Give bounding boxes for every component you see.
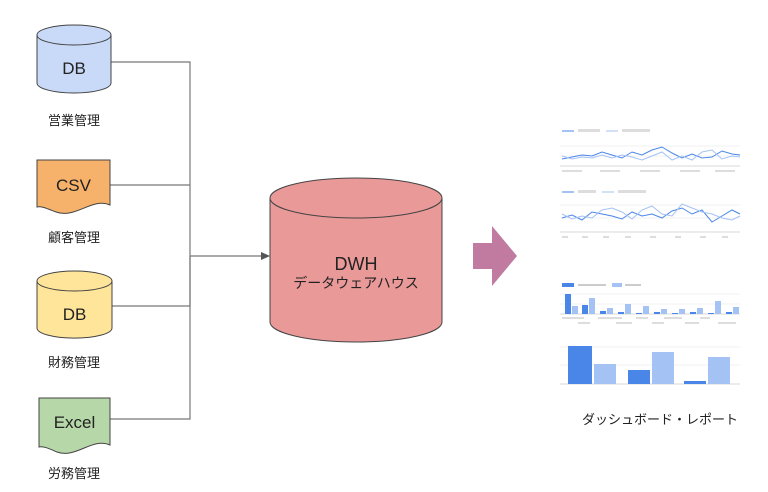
line-chart-thumb-1 (560, 129, 741, 172)
db-finance-label: DB (62, 305, 87, 324)
db-finance-cylinder (36, 270, 113, 339)
connector-arrowhead (261, 252, 270, 260)
customer-management-caption: 顧客管理 (47, 231, 100, 246)
bar-chart-thumb-1 (560, 283, 740, 324)
csv-document-shape (36, 159, 111, 214)
sales-management-caption: 営業管理 (47, 114, 100, 129)
connector-lines (110, 61, 265, 420)
excel-label: Excel (53, 413, 96, 432)
db-sales-label: DB (62, 59, 86, 78)
finance-management-caption: 財務管理 (47, 356, 100, 371)
connector-db-finance (112, 256, 191, 307)
line-chart-thumb-2 (560, 190, 741, 238)
right-arrow-icon (473, 226, 517, 286)
dwh-subtitle: データウェアハウス (293, 276, 419, 292)
dashboard-report-caption: ダッシュボード・レポート (581, 413, 738, 428)
db-sales-cylinder (36, 24, 112, 94)
csv-label: CSV (56, 176, 91, 195)
connector-db-sales (110, 61, 191, 256)
labor-management-caption: 労務管理 (47, 467, 100, 482)
dashboard-thumbnail (560, 129, 741, 385)
excel-document-shape (38, 397, 111, 454)
dwh-cylinder (269, 177, 443, 343)
bar-chart-thumb-2 (560, 346, 740, 385)
connector-excel (110, 256, 191, 420)
dwh-title: DWH (334, 254, 378, 274)
